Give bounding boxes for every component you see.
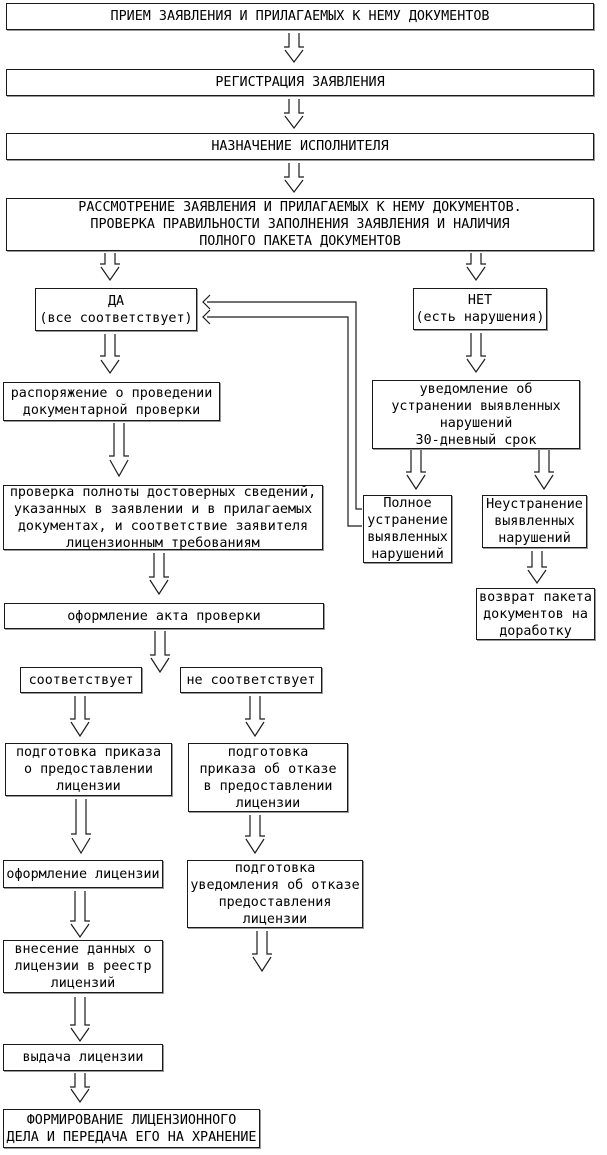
arrow-no-notice xyxy=(466,333,486,374)
node-license-handout: выдача лицензии xyxy=(3,1044,163,1071)
node-license-paperwork: оформление лицензии xyxy=(3,860,163,888)
arrow-license-register xyxy=(70,891,90,939)
node-order-refuse: подготовка приказа об отказе в предостав… xyxy=(188,743,348,812)
arrow-handout-file xyxy=(70,1073,90,1104)
arrow-assignment-review xyxy=(284,163,304,193)
arrow-notconforms-refusal-order xyxy=(245,696,265,738)
node-return-package: возврат пакета документов на доработку xyxy=(476,588,595,640)
arrow-notice-non-elimination xyxy=(534,450,554,491)
node-decision-yes: ДА (все соответствует) xyxy=(35,288,197,331)
arrow-notice-full-elimination xyxy=(406,450,426,491)
arrow-yes-order xyxy=(100,334,120,375)
node-non-elimination: Неустранение выявленных нарушений xyxy=(482,495,587,548)
arrow-refusal-order-notice xyxy=(245,815,265,855)
node-register-entry: внесение данных о лицензии в реестр лице… xyxy=(3,940,163,993)
node-notice-refuse: подготовка уведомления об отказе предост… xyxy=(187,860,363,928)
node-order-grant: подготовка приказа о предоставлении лице… xyxy=(5,743,172,796)
arrow-verification-act xyxy=(149,553,169,596)
return-full-elimination-yes-1 xyxy=(202,294,362,510)
arrow-non-elimination-return xyxy=(527,551,547,585)
node-decision-no: НЕТ (есть нарушения) xyxy=(413,288,547,330)
node-conforms: соответствует xyxy=(20,667,142,693)
arrow-grant-order-license xyxy=(71,799,91,855)
arrow-registration-assignment xyxy=(284,99,304,129)
node-act: оформление акта проверки xyxy=(4,603,324,629)
node-not-conforms: не соответствует xyxy=(180,667,322,693)
node-file-formation: ФОРМИРОВАНИЕ ЛИЦЕНЗИОННОГО ДЕЛА И ПЕРЕДА… xyxy=(3,1109,260,1148)
arrow-reception-registration xyxy=(284,33,304,63)
node-notice-violations: уведомление об устранении выявленных нар… xyxy=(372,380,580,449)
node-order-check: распоряжение о проведении документарной … xyxy=(3,382,220,421)
arrow-act-decision xyxy=(150,631,170,674)
arrow-refusal-notice-end xyxy=(252,931,272,973)
node-verification: проверка полноты достоверных сведений, у… xyxy=(3,485,323,551)
arrow-review-no xyxy=(466,253,486,282)
arrow-order-verification xyxy=(109,423,129,478)
arrow-conforms-grant-order xyxy=(70,696,90,738)
arrow-review-yes xyxy=(100,253,120,282)
node-review: РАССМОТРЕНИЕ ЗАЯВЛЕНИЯ И ПРИЛАГАЕМЫХ К Н… xyxy=(6,198,594,251)
node-registration: РЕГИСТРАЦИЯ ЗАЯВЛЕНИЯ xyxy=(6,69,594,96)
node-reception: ПРИЕМ ЗАЯВЛЕНИЯ И ПРИЛАГАЕМЫХ К НЕМУ ДОК… xyxy=(6,3,594,30)
node-full-elimination: Полное устранение выявленных нарушений xyxy=(363,495,452,563)
arrow-register-handout xyxy=(70,997,90,1043)
node-assignment: НАЗНАЧЕНИЕ ИСПОЛНИТЕЛЯ xyxy=(6,133,594,160)
